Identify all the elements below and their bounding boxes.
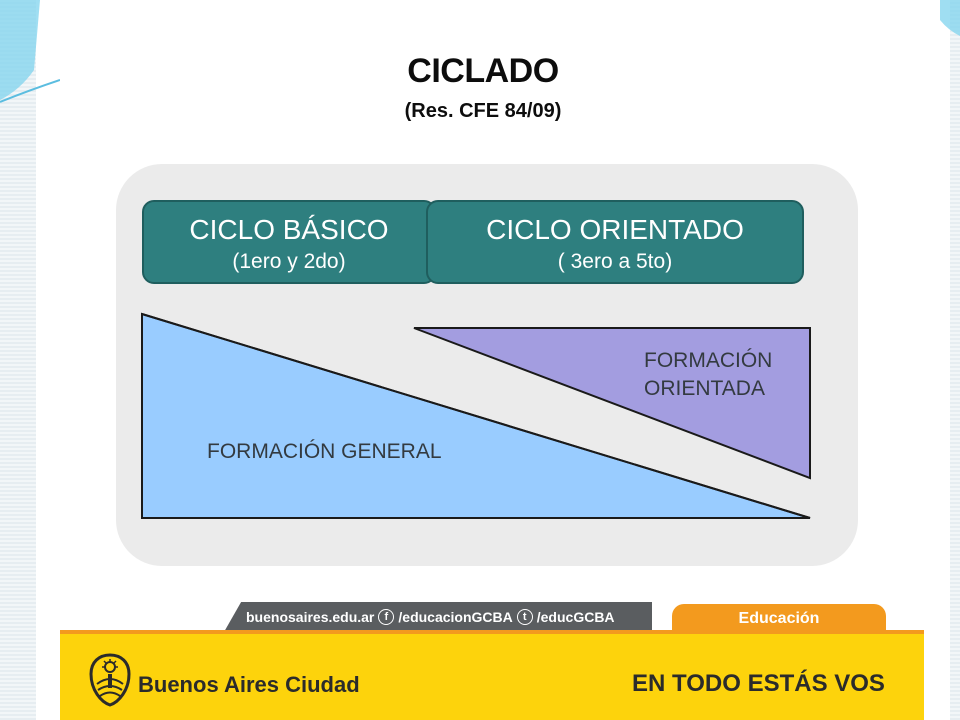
cycle-basic-name: CICLO BÁSICO <box>189 214 389 245</box>
facebook-icon: f <box>378 609 395 625</box>
footer-band <box>60 630 924 720</box>
slide-right-border <box>948 0 960 720</box>
slide-subtitle: (Res. CFE 84/09) <box>404 100 562 122</box>
site-link[interactable]: buenosaires.edu.ar <box>246 609 375 625</box>
cycle-basic-range: (1ero y 2do) <box>232 250 346 273</box>
cycle-oriented-range: ( 3ero a 5to) <box>557 250 673 273</box>
slide-title: CICLADO <box>407 52 559 90</box>
slide-left-border <box>0 0 36 720</box>
twitter-link[interactable]: /educGCBA <box>536 609 615 625</box>
education-tab: Educación <box>672 604 886 634</box>
swoosh-decoration-left <box>0 0 60 103</box>
cycle-oriented-name: CICLO ORIENTADO <box>486 214 744 245</box>
cycle-oriented-box: CICLO ORIENTADO ( 3ero a 5to) <box>426 200 804 284</box>
slide: CICLADO (Res. CFE 84/09) CICLO BÁSICO (1… <box>36 0 950 720</box>
city-coat-of-arms-icon <box>89 653 131 707</box>
oriented-formation-label-line1: FORMACIÓN <box>644 349 773 372</box>
general-formation-label: FORMACIÓN GENERAL <box>207 440 442 463</box>
twitter-icon: t <box>516 609 533 625</box>
brand-name: Buenos Aires Ciudad <box>138 672 360 697</box>
oriented-formation-label: FORMACIÓN ORIENTADA <box>644 347 772 403</box>
slogan: EN TODO ESTÁS VOS <box>632 670 885 697</box>
footer-links-tab: buenosaires.edu.ar f /educacionGCBA t /e… <box>224 602 652 632</box>
general-formation-edge <box>141 313 811 519</box>
oriented-formation-label-line2: ORIENTADA <box>644 377 765 400</box>
facebook-link[interactable]: /educacionGCBA <box>398 609 513 625</box>
formation-diagram <box>141 312 811 519</box>
cycle-basic-box: CICLO BÁSICO (1ero y 2do) <box>142 200 436 284</box>
oriented-formation-triangle <box>413 327 811 480</box>
swoosh-decoration-right <box>940 0 960 36</box>
